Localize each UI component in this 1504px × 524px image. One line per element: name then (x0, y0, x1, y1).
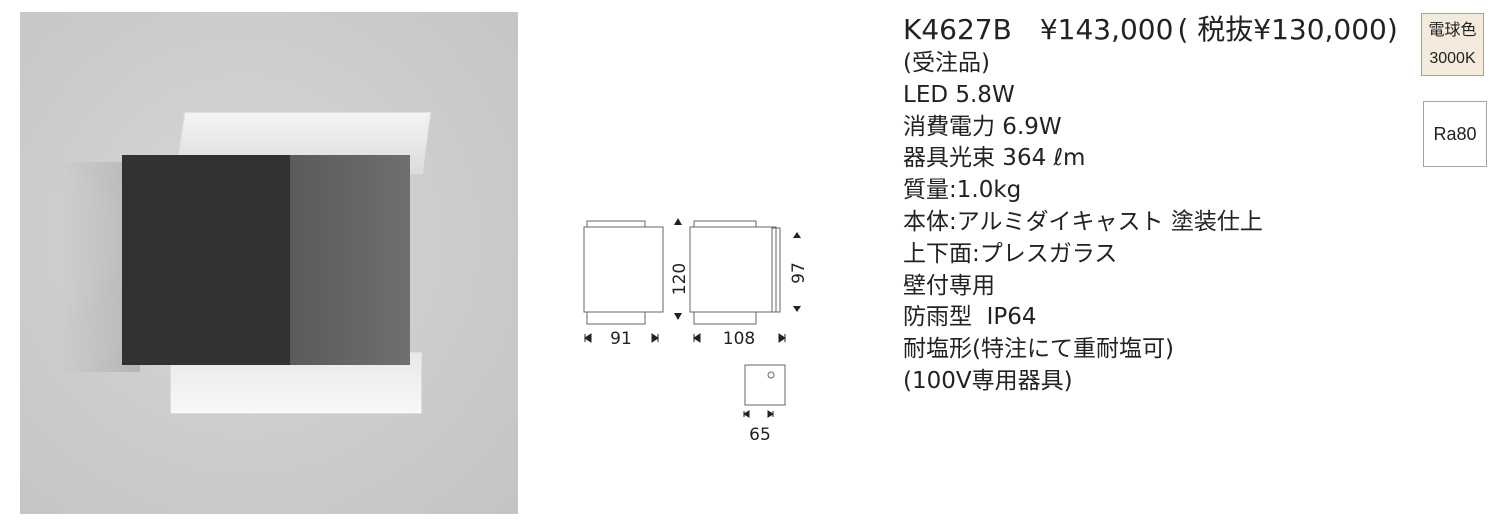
spec-line: (受注品) (903, 50, 990, 76)
base-view (744, 364, 786, 406)
front-view (583, 220, 664, 325)
spec-line: 壁付専用 (903, 272, 995, 299)
color-name: 電球色 (1428, 22, 1477, 39)
spec-line: (100V専用器具) (903, 367, 1073, 394)
price-excl-tax: ( 税抜¥130,000) (1177, 13, 1398, 46)
spec-line: 耐塩形(特注にて重耐塩可) (903, 336, 1174, 363)
cri-value: Ra80 (1433, 124, 1477, 144)
product-info: K4627B ¥143,000( 税抜¥130,000) (受注品) LED 5.… (903, 12, 1426, 398)
spec-line: 防雨型 IP64 (903, 304, 1037, 331)
lamp-front-face (122, 155, 290, 365)
color-temp: 3000K (1429, 50, 1476, 67)
lamp-side-face (290, 155, 410, 365)
model-number: K4627B (903, 13, 1012, 46)
color-temperature-badge: 電球色 3000K (1421, 13, 1484, 76)
spec-line: 上下面:プレスガラス (903, 240, 1118, 267)
side-view (689, 220, 781, 325)
price: ¥143,000 (1039, 13, 1174, 46)
title-line: K4627B ¥143,000( 税抜¥130,000) (903, 12, 1426, 48)
dim-depth: 108 (723, 329, 755, 349)
spec-line: 質量:1.0kg (903, 177, 1022, 204)
dim-width: 91 (610, 329, 632, 349)
dimension-drawing: 120 97 91 108 65 (583, 218, 809, 445)
spec-line: LED 5.8W (903, 81, 1015, 108)
dim-height: 120 (670, 263, 690, 295)
dimension-arrows (584, 218, 801, 418)
cri-badge: Ra80 (1423, 101, 1487, 167)
dim-base-width: 65 (749, 425, 771, 445)
spec-line: 消費電力 6.9W (903, 113, 1062, 140)
dim-body-height: 97 (789, 262, 809, 284)
spec-line: 器具光束 364 ℓm (903, 145, 1086, 172)
product-photo (20, 12, 518, 514)
spec-line: 本体:アルミダイキャスト 塗装仕上 (903, 208, 1263, 235)
